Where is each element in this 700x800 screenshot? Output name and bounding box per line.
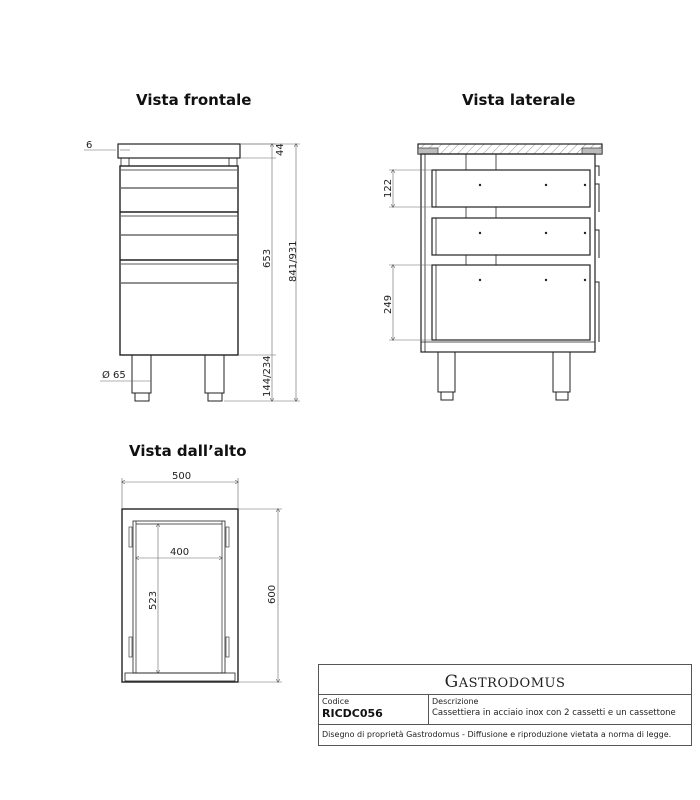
description-value: Cassettiera in acciaio inox con 2 casset… [432,708,676,718]
dim-large-drawer-height: 249 [383,295,394,314]
code-label: Codice [322,697,350,706]
brand-logo: GASTRODOMUS [319,665,691,695]
title-block: GASTRODOMUS Codice RICDC056 Descrizione … [318,664,692,746]
side-view [389,143,603,401]
dim-body-height: 653 [262,249,273,268]
side-view-title: Vista laterale [462,91,576,109]
description-cell: Descrizione Cassettiera in acciaio inox … [429,695,691,724]
top-view-title: Vista dall’alto [129,442,247,460]
front-view [84,143,300,401]
dim-leg-height: 144/234 [262,355,273,397]
copyright-notice: Disegno di proprietà Gastrodomus - Diffu… [322,730,672,739]
dim-width: 500 [172,471,191,482]
code-cell: Codice RICDC056 [319,695,429,724]
top-view [121,478,282,683]
dim-inner-depth: 523 [148,591,159,610]
code-value: RICDC056 [322,707,383,720]
dim-inner-width: 400 [170,547,189,558]
dim-overhang: 6 [86,140,92,151]
front-view-title: Vista frontale [136,91,252,109]
dim-top-thickness: 44 [275,143,286,156]
dim-depth: 600 [267,585,278,604]
dim-leg-diameter: Ø 65 [102,369,126,381]
description-label: Descrizione [432,697,479,706]
dim-drawer-height: 122 [383,179,394,198]
dim-total-height: 841/931 [288,240,299,282]
brand-name: GASTRODOMUS [444,672,566,692]
